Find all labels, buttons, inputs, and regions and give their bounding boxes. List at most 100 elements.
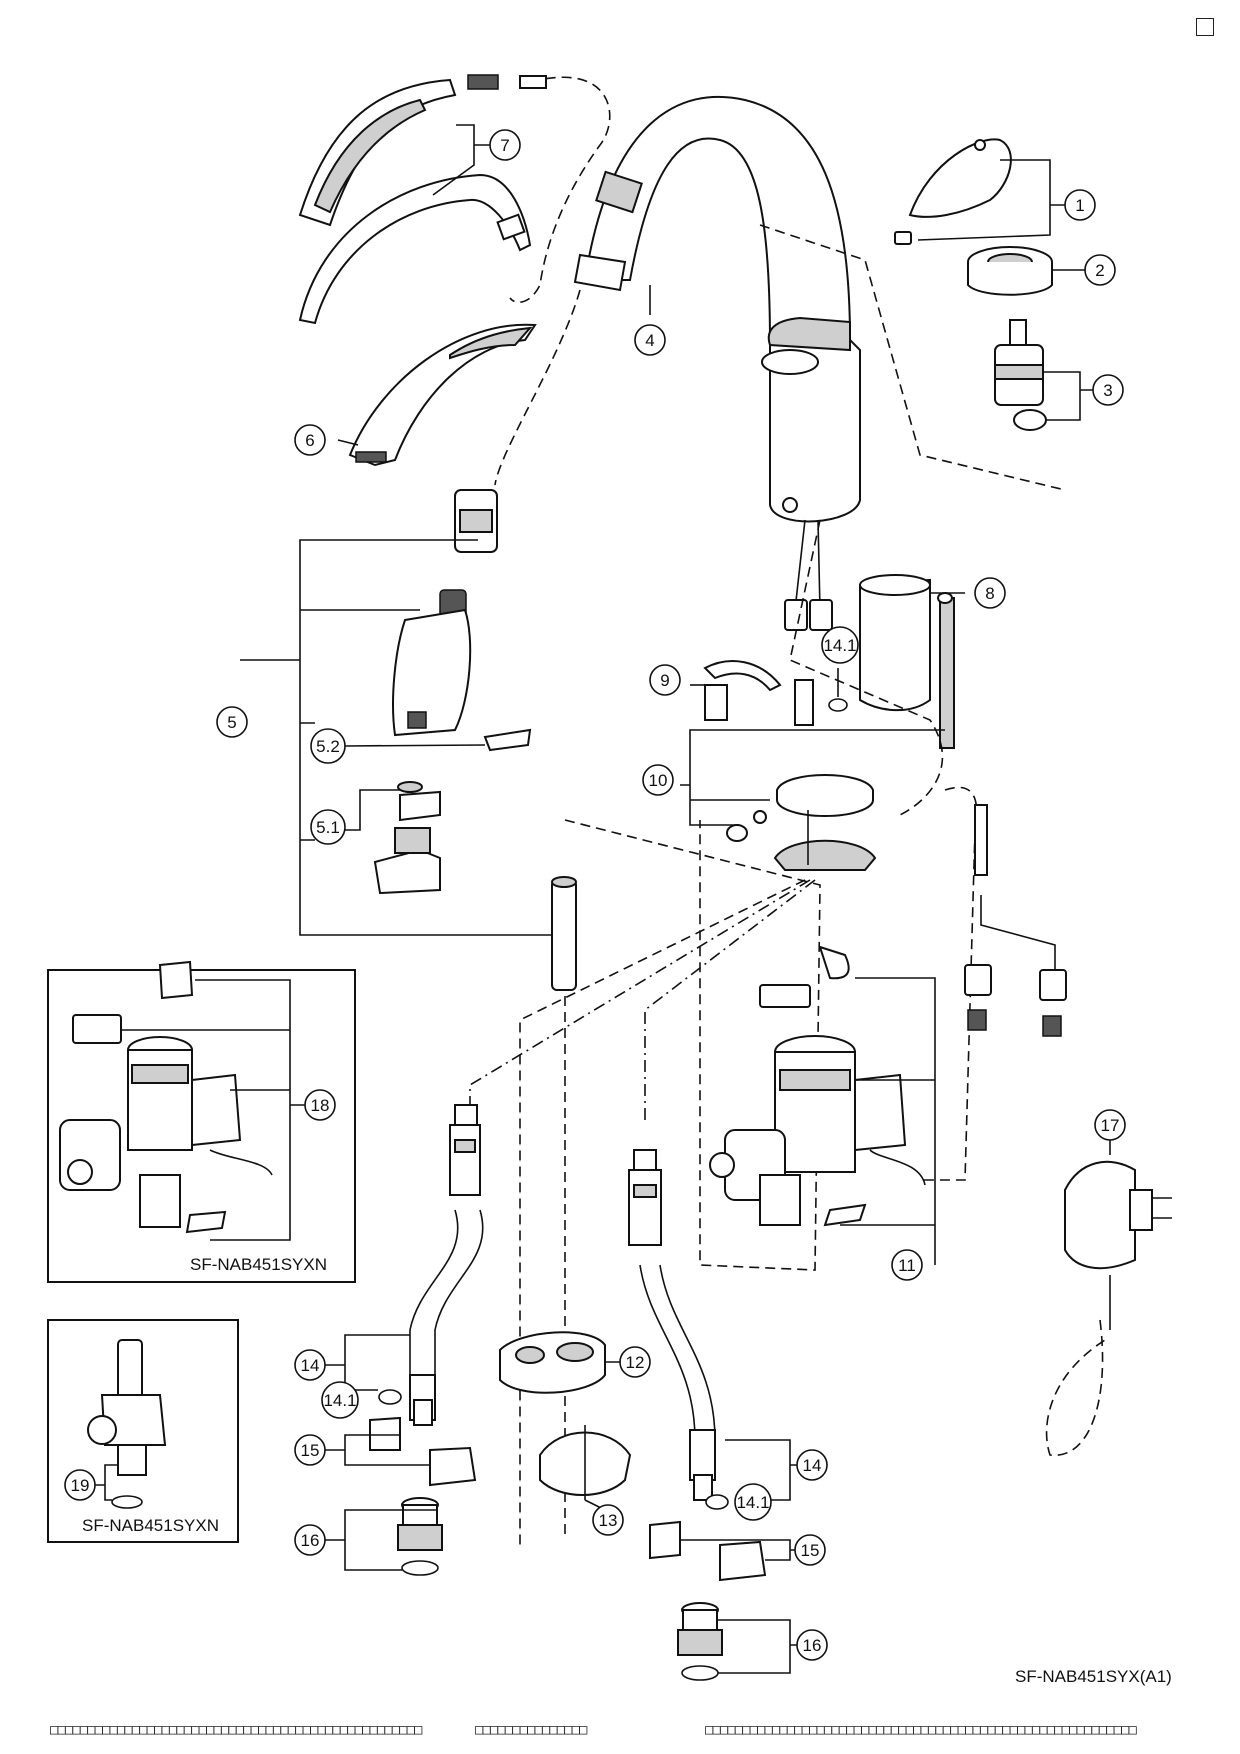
svg-text:14.1: 14.1 [736, 1493, 769, 1512]
callout-14-left: 14 [294, 1349, 326, 1381]
callout-14-1-right: 14.1 [734, 1483, 772, 1521]
callout-5-1: 5.1 [310, 809, 346, 845]
svg-text:4: 4 [645, 331, 654, 350]
svg-text:14.1: 14.1 [323, 1391, 356, 1410]
callout-2: 2 [1084, 254, 1116, 286]
callout-15-left: 15 [294, 1434, 326, 1466]
callout-14-1-upper: 14.1 [821, 626, 859, 664]
part-7-sensor-cover [298, 74, 547, 325]
svg-text:9: 9 [660, 671, 669, 690]
hose-route-4 [519, 879, 806, 1550]
spout-link-path [494, 289, 581, 486]
part-12-spacer [499, 1331, 606, 1394]
callout-16-left: 16 [294, 1524, 326, 1556]
callout-14-right: 14 [796, 1449, 828, 1481]
svg-text:5.2: 5.2 [316, 737, 340, 756]
part-14-1-o-ring-upper [828, 698, 848, 712]
part-14-supply-hose-right [628, 1149, 716, 1501]
svg-text:19: 19 [71, 1476, 90, 1495]
footer-group-2: □□□□□□□□□□□□□□□ [475, 1722, 587, 1738]
part-15-clips-right [649, 1520, 767, 1582]
svg-text:16: 16 [301, 1531, 320, 1550]
svg-text:16: 16 [803, 1636, 822, 1655]
callout-16-right: 16 [796, 1629, 828, 1661]
inset-1-caption: SF-NAB451SYXN [190, 1255, 327, 1274]
part-16-adapter-left [397, 1497, 443, 1576]
part-1-handle [894, 138, 1012, 245]
callout-13: 13 [592, 1504, 624, 1536]
svg-text:5: 5 [227, 713, 236, 732]
part-14-1-o-ring-left [378, 1389, 402, 1405]
spout-hoses [784, 519, 833, 726]
footer-text-row: □□□□□□□□□□□□□□□□□□□□□□□□□□□□□□□□□□□□□□□□… [50, 1722, 1198, 1738]
svg-text:10: 10 [649, 771, 668, 790]
svg-text:11: 11 [898, 1256, 916, 1275]
callouts: 1 2 3 4 5 5.2 5.1 6 7 8 9 10 11 12 13 14… [64, 129, 1126, 1661]
callout-11: 11 [891, 1249, 923, 1281]
callout-17: 17 [1094, 1109, 1126, 1141]
svg-text:5.1: 5.1 [316, 818, 340, 837]
part-9-clip [703, 660, 782, 721]
part-6-spout-cover [348, 323, 537, 467]
spout-body [573, 95, 861, 523]
callout-1: 1 [1064, 189, 1096, 221]
svg-text:13: 13 [599, 1511, 618, 1530]
svg-text:7: 7 [500, 136, 509, 155]
part-14-supply-hose-left [409, 1104, 484, 1426]
callout-3: 3 [1092, 374, 1124, 406]
part-2-cap [967, 246, 1053, 296]
svg-text:15: 15 [801, 1541, 820, 1560]
part-10-fixing-set [726, 774, 877, 871]
svg-text:3: 3 [1103, 381, 1112, 400]
part-8-holder [859, 574, 955, 749]
part-17-ac-adapter [1064, 1160, 1172, 1330]
svg-text:14: 14 [301, 1356, 320, 1375]
svg-text:12: 12 [626, 1353, 645, 1372]
callout-5: 5 [216, 706, 248, 738]
svg-text:14.1: 14.1 [823, 636, 856, 655]
footer-group-1: □□□□□□□□□□□□□□□□□□□□□□□□□□□□□□□□□□□□□□□□… [50, 1722, 422, 1738]
callout-19: 19 [64, 1469, 96, 1501]
hose-route-2 [564, 819, 821, 1271]
callout-15-right: 15 [794, 1534, 826, 1566]
part-13-clamp [539, 1425, 632, 1500]
svg-text:2: 2 [1095, 261, 1104, 280]
part-11-valve-unit [709, 945, 926, 1227]
callout-10: 10 [642, 764, 674, 796]
callout-8: 8 [974, 577, 1006, 609]
sensor-cable-connectors [964, 804, 1067, 1037]
part-15-clips-left [369, 1416, 477, 1487]
callout-4: 4 [634, 324, 666, 356]
part-14-1-o-ring-right [705, 1494, 729, 1510]
hose-route-1 [789, 519, 944, 816]
inset-1-box [47, 960, 356, 1283]
footer-group-3: □□□□□□□□□□□□□□□□□□□□□□□□□□□□□□□□□□□□□□□□… [705, 1722, 1137, 1738]
svg-text:15: 15 [301, 1441, 320, 1460]
svg-text:17: 17 [1101, 1116, 1120, 1135]
callout-14-1-left: 14.1 [321, 1381, 359, 1419]
inset-2-caption: SF-NAB451SYXN [82, 1516, 219, 1535]
part-5-spray-head [373, 489, 532, 895]
assembly-outline [759, 224, 1066, 491]
callout-18: 18 [304, 1089, 336, 1121]
svg-text:18: 18 [311, 1096, 330, 1115]
pull-out-hose [551, 876, 577, 991]
part-16-adapter-right [677, 1602, 723, 1681]
inset-2-box [47, 1319, 239, 1543]
callout-12: 12 [619, 1346, 651, 1378]
adapter-route [1045, 1319, 1106, 1456]
model-code: SF-NAB451SYX(A1) [1015, 1667, 1172, 1686]
leader-lines [95, 124, 1111, 1674]
callout-6: 6 [294, 424, 326, 456]
svg-text:6: 6 [305, 431, 314, 450]
sensor-cable-path [509, 76, 611, 304]
svg-text:1: 1 [1075, 196, 1084, 215]
callout-9: 9 [649, 664, 681, 696]
svg-text:14: 14 [803, 1456, 822, 1475]
callout-5-2: 5.2 [310, 728, 346, 764]
callout-7: 7 [489, 129, 521, 161]
part-3-cartridge [994, 319, 1047, 431]
svg-text:8: 8 [985, 584, 994, 603]
corner-checkbox-icon [1196, 18, 1214, 36]
